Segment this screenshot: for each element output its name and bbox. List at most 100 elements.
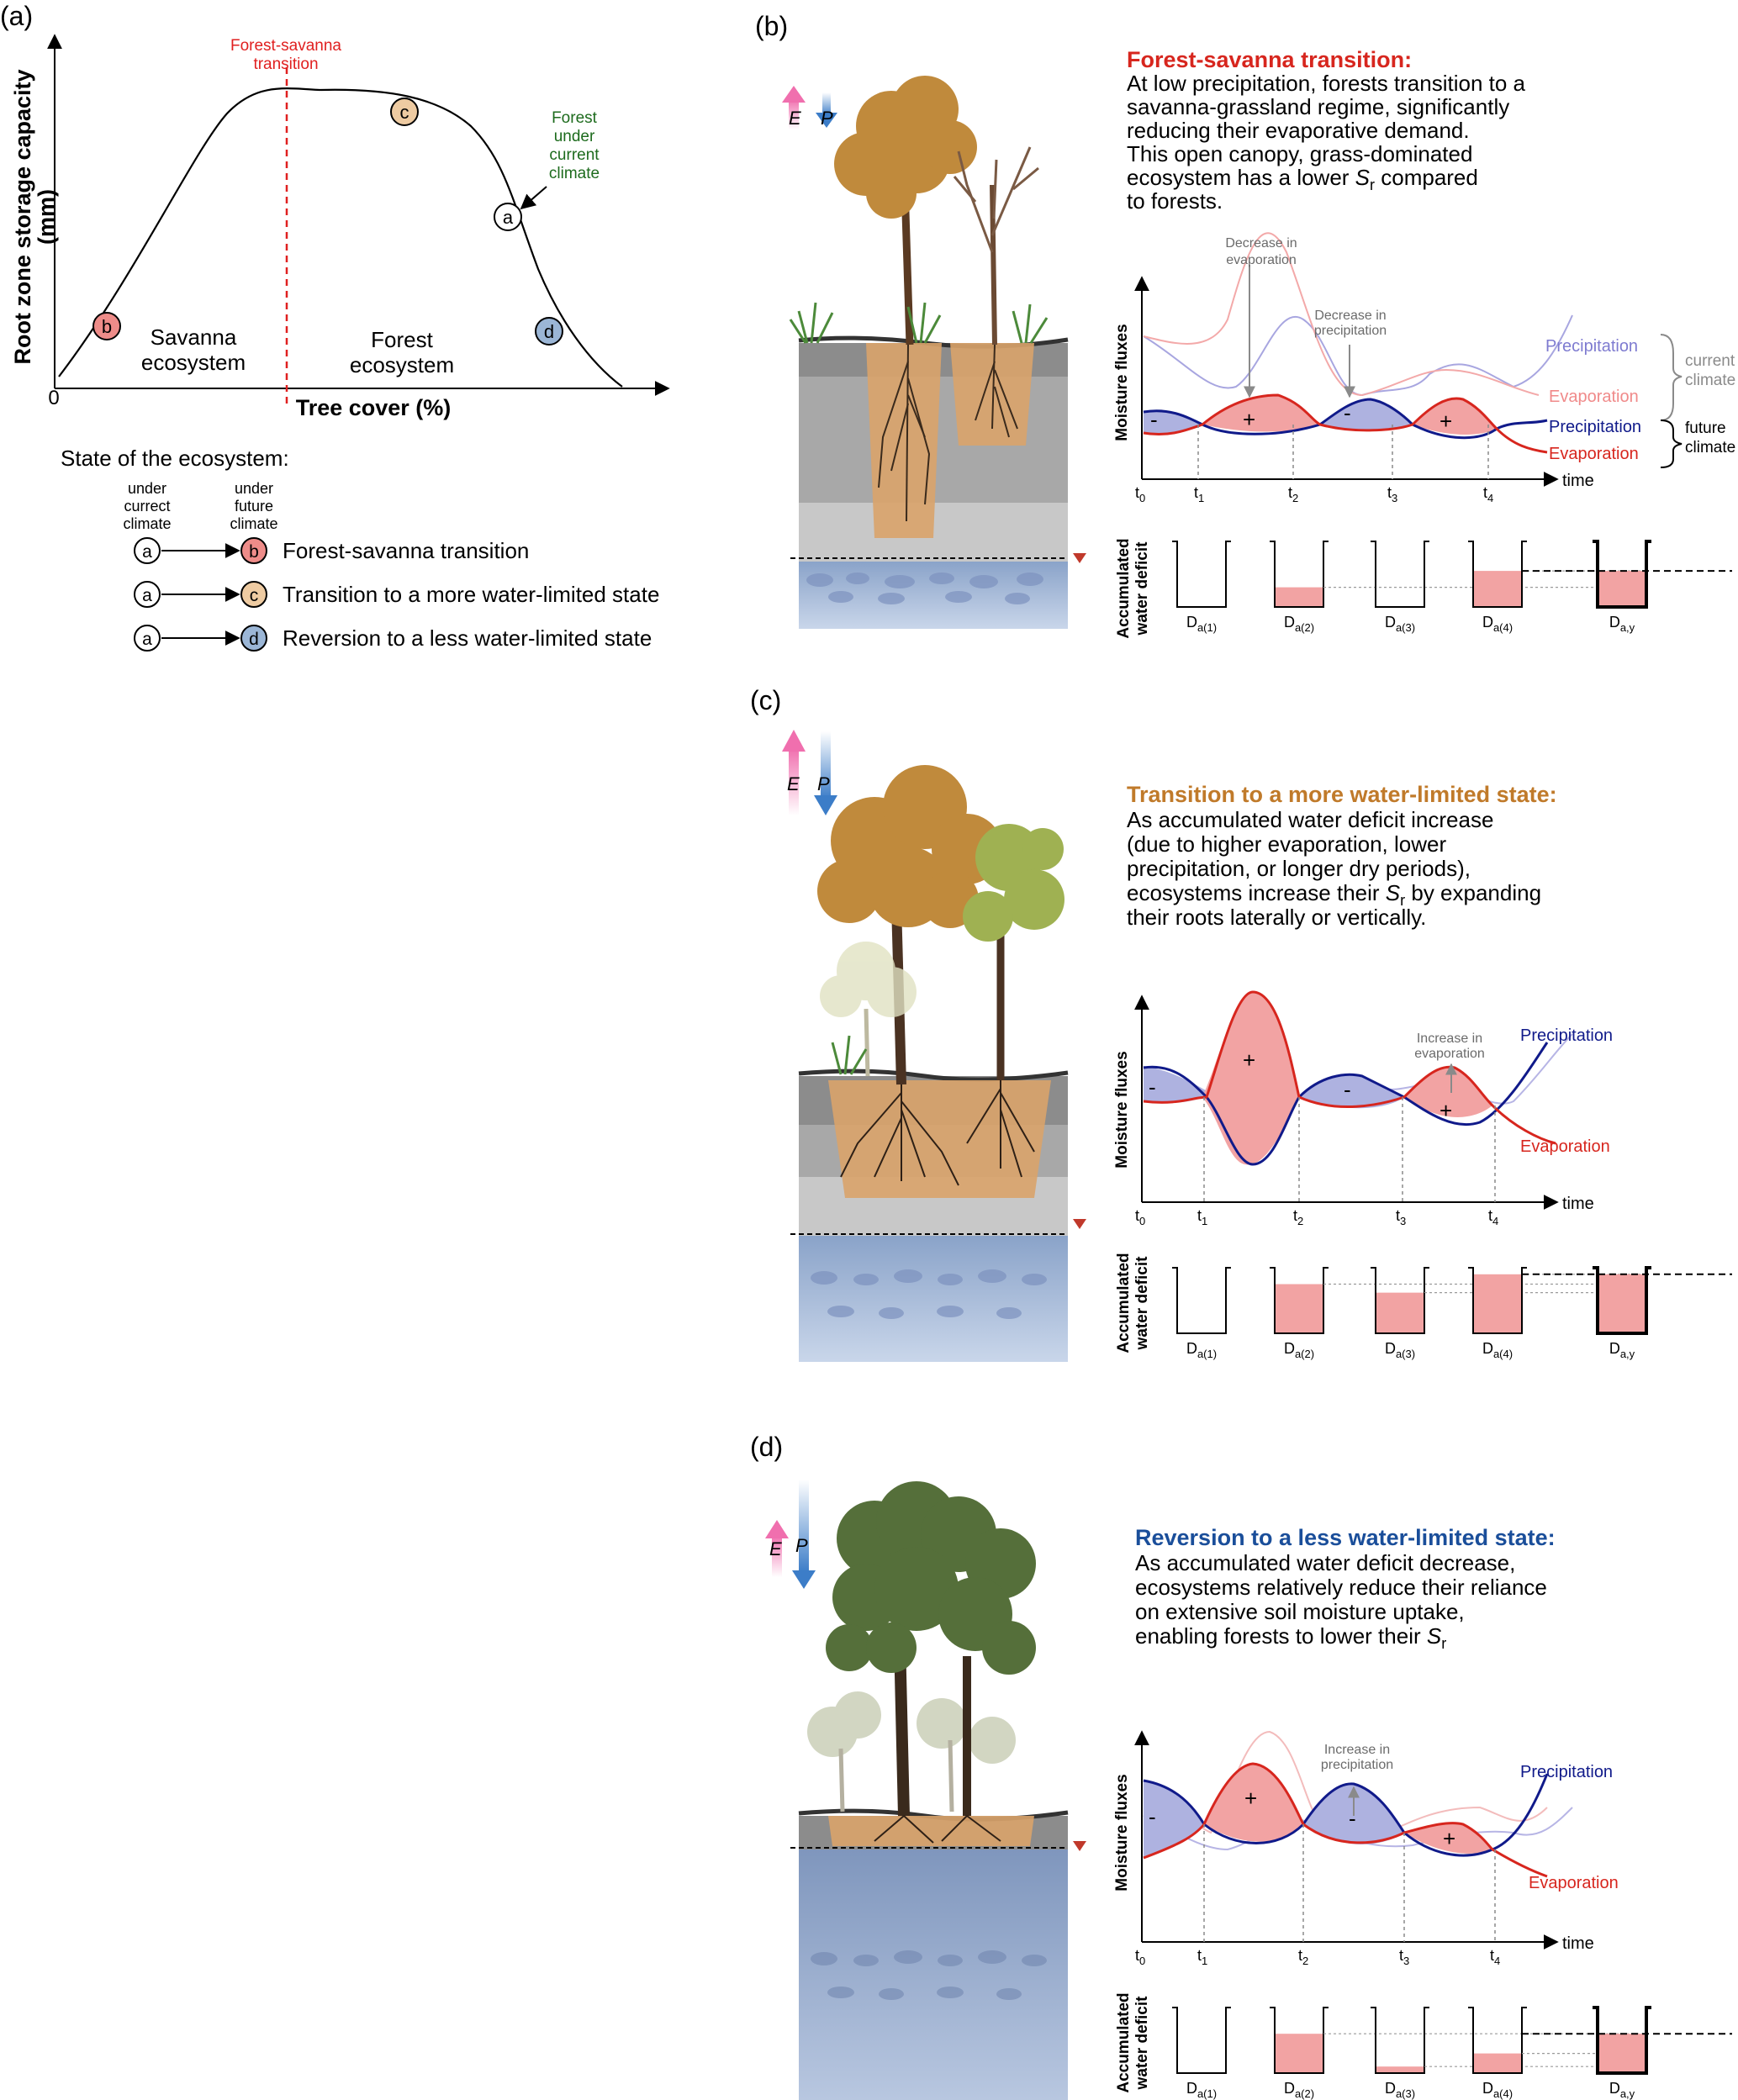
bucket-label: Da(4) — [1482, 1340, 1513, 1360]
bucket — [1172, 1267, 1231, 1334]
bucket-fill — [1275, 1284, 1323, 1333]
bucket-fill — [1473, 1274, 1522, 1333]
flux-chart-d: Moisture fluxes time - + - + Increase in… — [1113, 1730, 1619, 1967]
bucket-label: Da(4) — [1482, 614, 1513, 634]
sign-d-2: + — [1244, 1786, 1257, 1811]
row3-to: d — [249, 630, 259, 649]
ann-c-2: evaporation — [1414, 1047, 1485, 1061]
leg-d-evap: Evaporation — [1529, 1874, 1619, 1892]
bucket — [1468, 1267, 1527, 1334]
panel-d-text-4a: enabling forests to lower their — [1135, 1623, 1427, 1649]
bucket-label-sub: a,y — [1620, 1348, 1635, 1360]
bucket-label-sub: a(3) — [1396, 2087, 1415, 2100]
col-current-1: under — [128, 480, 166, 497]
sign-c-1: - — [1149, 1074, 1156, 1100]
current-label-2: climate — [1685, 372, 1735, 389]
sign-b-1: - — [1150, 407, 1158, 432]
bucket-label-d: D — [1284, 614, 1295, 631]
e-label-c: E — [787, 773, 800, 794]
ann-b1-2: evaporation — [1226, 253, 1297, 267]
bucket — [1371, 1267, 1429, 1334]
sign-d-4: + — [1443, 1826, 1455, 1851]
savanna-label-2: ecosystem — [141, 350, 246, 375]
col-future-1: under — [235, 480, 273, 497]
point-b: b — [92, 312, 121, 340]
forest-now-pointer — [520, 186, 547, 210]
panel-d-title: Reversion to a less water-limited state: — [1135, 1525, 1556, 1550]
sign-b-2: + — [1243, 407, 1255, 432]
bucket-label: Da(4) — [1482, 2080, 1513, 2100]
leg-c-precip: Precipitation — [1520, 1026, 1613, 1045]
col-current-3: climate — [123, 515, 171, 532]
panel-c-label: (c) — [750, 685, 781, 715]
bucket-fill — [1598, 571, 1646, 607]
time-label-b: time — [1562, 472, 1594, 490]
leg-b-precip-current: Precipitation — [1545, 337, 1638, 356]
forest-label-2: ecosystem — [350, 352, 454, 377]
bucket-label-d: D — [1609, 1340, 1620, 1357]
panel-c-title: Transition to a more water-limited state… — [1127, 782, 1557, 807]
deficit-d-2: water deficit — [1133, 1996, 1151, 2091]
panel-d-label: (d) — [750, 1432, 783, 1462]
time-tick-t: t — [1298, 1947, 1302, 1964]
ann-b2-1: Decrease in — [1314, 309, 1386, 323]
sign-b-4: + — [1440, 409, 1452, 434]
evap-d — [1143, 1762, 1548, 1878]
panel-b-text: At low precipitation, forests transition… — [1127, 71, 1526, 214]
bucket-label-d: D — [1186, 2080, 1197, 2097]
bucket-label: Da(3) — [1385, 1340, 1415, 1360]
deficit-d: Accumulated water deficit Da(1)Da(2)Da(3… — [1115, 1992, 1732, 2100]
col-current-2: currect — [124, 498, 170, 514]
point-d: d — [535, 317, 563, 346]
leg-d-precip: Precipitation — [1520, 1763, 1613, 1781]
soil-illustration-d — [790, 1481, 1086, 2100]
time-tick-t: t — [1135, 484, 1139, 501]
time-tick-t: t — [1135, 1947, 1139, 1964]
col-future-2: future — [235, 498, 273, 514]
bucket-label-d: D — [1385, 1340, 1396, 1357]
bucket-label-d: D — [1609, 2080, 1620, 2097]
time-tick: t4 — [1483, 484, 1493, 504]
time-tick-sub: 3 — [1392, 492, 1397, 504]
panel-b-title: Forest-savanna transition: — [1127, 47, 1412, 72]
time-label-d: time — [1562, 1934, 1594, 1953]
forest-now-3: current — [549, 146, 600, 164]
time-tick-sub: 2 — [1302, 1955, 1308, 1967]
sign-d-3: - — [1349, 1806, 1356, 1831]
bucket-label-sub: a(1) — [1197, 621, 1217, 634]
panel-d-text-1: As accumulated water deficit decrease, — [1135, 1550, 1515, 1575]
row1-from: a — [142, 542, 152, 562]
leg-b-precip-future: Precipitation — [1549, 418, 1641, 436]
bucket-label-sub: a(4) — [1493, 2087, 1513, 2100]
panel-b-text-5c: r — [1370, 177, 1375, 193]
panel-b-text-4: This open canopy, grass-dominated — [1127, 141, 1472, 166]
time-tick-t: t — [1197, 1207, 1202, 1224]
time-tick: t3 — [1396, 1207, 1406, 1227]
point-c-label: c — [400, 102, 409, 123]
row3-from: a — [142, 630, 152, 649]
deficit-c-1: Accumulated — [1115, 1253, 1133, 1353]
panel-a: (a) Root zone storage capacity (mm) Tree… — [0, 1, 670, 652]
panel-c-text: As accumulated water deficit increase (d… — [1127, 807, 1541, 930]
ylabel-c: Moisture fluxes — [1113, 1051, 1131, 1168]
time-tick-t: t — [1483, 484, 1487, 501]
bucket-fill — [1376, 1292, 1424, 1333]
ann-b2-2: precipitation — [1314, 324, 1387, 338]
y-axis-label-2: (mm) — [34, 189, 59, 245]
time-tick-t: t — [1490, 1947, 1494, 1964]
time-tick: t2 — [1288, 484, 1298, 504]
time-tick: t4 — [1490, 1947, 1500, 1967]
ep-arrows-b: E P — [782, 86, 837, 129]
time-tick-sub: 1 — [1202, 1215, 1207, 1227]
bucket-label-d: D — [1482, 614, 1493, 631]
time-tick: t1 — [1197, 1207, 1207, 1227]
capacity-curve — [58, 87, 623, 388]
panel-c: (c) E P — [750, 685, 1732, 1362]
col-future: under future climate — [230, 480, 277, 532]
panel-c-text-5: their roots laterally or vertically. — [1127, 905, 1426, 930]
bucket-label-d: D — [1385, 2080, 1396, 2097]
bucket-label-d: D — [1385, 614, 1396, 631]
leg-c-evap: Evaporation — [1520, 1137, 1610, 1156]
soil-illustration-b — [789, 76, 1086, 629]
